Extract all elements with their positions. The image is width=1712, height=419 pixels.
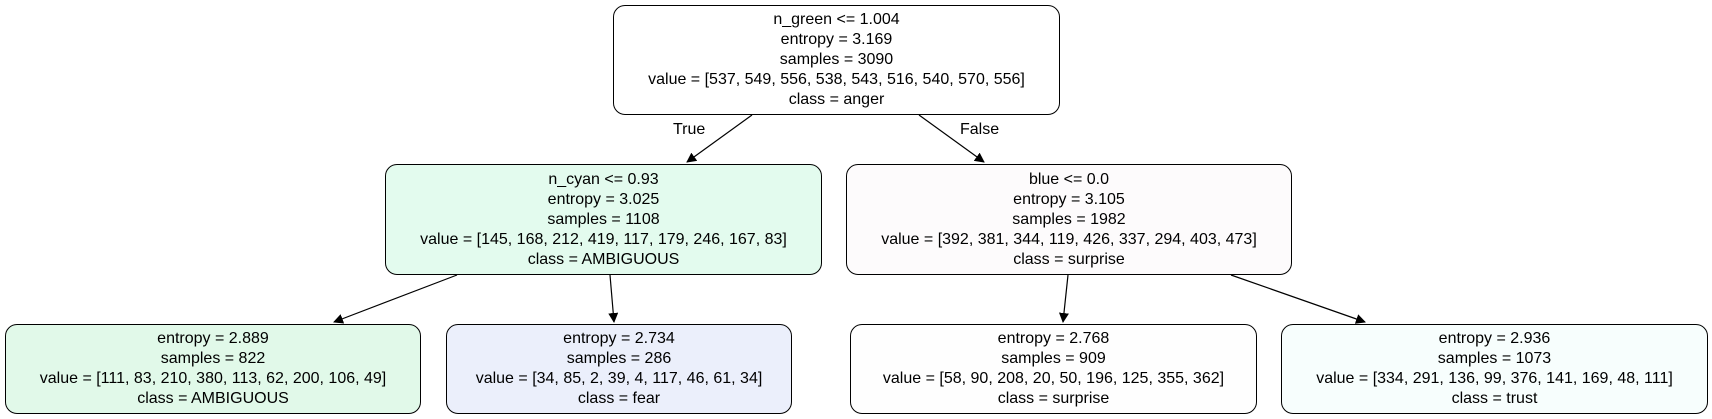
node-line: entropy = 3.169: [780, 31, 893, 48]
tree-node-ll: entropy = 2.889 samples = 822 value = [1…: [5, 324, 421, 414]
node-line: class = fear: [577, 390, 661, 407]
edge-left-lr: [608, 274, 619, 323]
node-line: value = [537, 549, 556, 538, 543, 516, 5…: [648, 71, 1025, 88]
node-line: value = [34, 85, 2, 39, 4, 117, 46, 61, …: [475, 370, 763, 387]
tree-node-rl: entropy = 2.768 samples = 909 value = [5…: [850, 324, 1257, 414]
node-line: n_cyan <= 0.93: [548, 170, 659, 188]
node-line: class = surprise: [997, 390, 1110, 407]
node-line: class = anger: [788, 91, 885, 108]
node-line: blue <= 0.0: [1028, 170, 1110, 188]
node-line: samples = 286: [566, 350, 672, 367]
node-line: value = [392, 381, 344, 119, 426, 337, 2…: [881, 230, 1257, 248]
edge-label-false: False: [960, 121, 1000, 138]
node-line: samples = 909: [1001, 350, 1106, 367]
node-line: class = AMBIGUOUS: [137, 390, 289, 407]
node-line: samples = 3090: [779, 51, 894, 68]
node-line: entropy = 2.889: [157, 330, 269, 347]
node-line: samples = 1108: [547, 210, 660, 228]
edge-left-ll: [333, 274, 458, 324]
node-line: class = AMBIGUOUS: [527, 250, 680, 268]
tree-node-right: blue <= 0.0 entropy = 3.105 samples = 19…: [846, 164, 1292, 275]
node-line: value = [58, 90, 208, 20, 50, 196, 125, …: [882, 370, 1225, 387]
node-line: value = [111, 83, 210, 380, 113, 62, 200…: [39, 370, 387, 387]
edge-label-true: True: [673, 121, 706, 138]
node-line: entropy = 2.768: [997, 330, 1110, 347]
node-line: value = [334, 291, 136, 99, 376, 141, 16…: [1316, 370, 1673, 387]
edge-root-right: [918, 114, 985, 163]
node-line: value = [145, 168, 212, 419, 117, 179, 2…: [420, 230, 787, 248]
tree-node-left: n_cyan <= 0.93 entropy = 3.025 samples =…: [385, 164, 822, 275]
node-line: n_green <= 1.004: [773, 11, 900, 28]
node-line: entropy = 2.734: [563, 330, 675, 347]
node-line: class = surprise: [1013, 250, 1125, 268]
node-line: samples = 1073: [1437, 350, 1552, 367]
node-line: class = trust: [1451, 390, 1538, 407]
edge-right-rr: [1230, 274, 1366, 324]
node-line: entropy = 2.936: [1438, 330, 1551, 347]
node-line: samples = 822: [160, 350, 266, 367]
node-line: samples = 1982: [1012, 210, 1126, 228]
edge-root-left: [686, 114, 753, 163]
tree-node-root: n_green <= 1.004 entropy = 3.169 samples…: [613, 5, 1060, 115]
tree-node-lr: entropy = 2.734 samples = 286 value = [3…: [446, 324, 792, 414]
node-line: entropy = 3.025: [547, 190, 660, 208]
tree-node-rr: entropy = 2.936 samples = 1073 value = […: [1281, 324, 1708, 414]
node-line: entropy = 3.105: [1013, 190, 1125, 208]
edge-right-rl: [1058, 274, 1069, 323]
